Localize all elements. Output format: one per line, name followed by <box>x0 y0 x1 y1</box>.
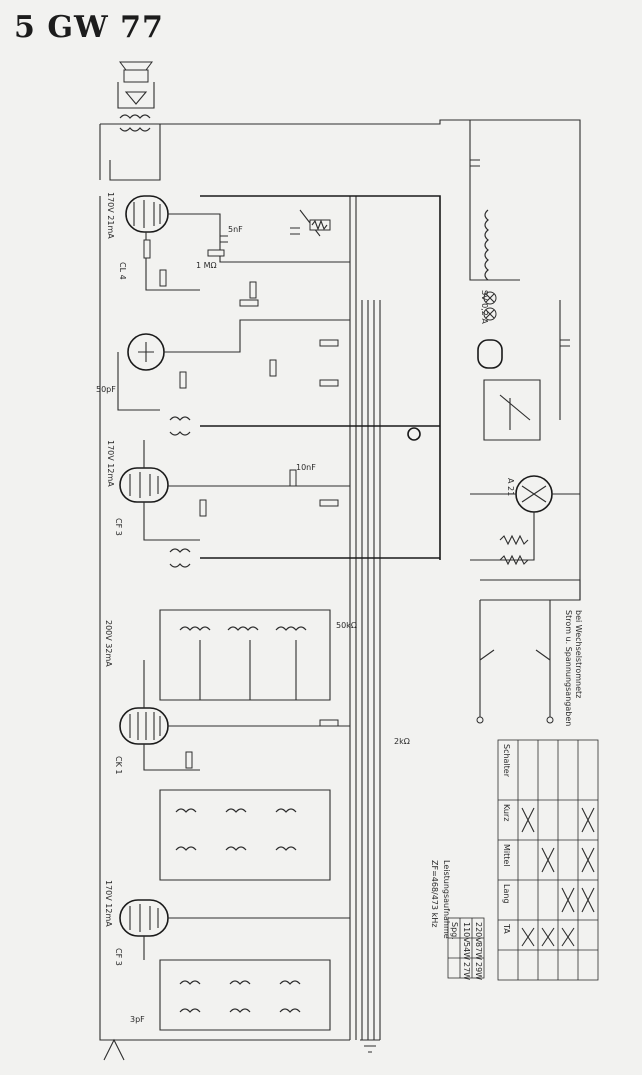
power-row-2-a: 87W <box>474 942 483 960</box>
tube-cl4 <box>125 195 169 233</box>
oscillator-coils <box>159 609 331 701</box>
label-c4: 3pF <box>130 1015 145 1024</box>
tube-cl4-rating: 170V 21mA <box>106 192 115 239</box>
fuse-label: SV 0,2 A <box>480 290 489 324</box>
tube-cf3-b-rating: 170V 12mA <box>104 880 113 927</box>
tube-cf3-b-label: CF 3 <box>114 948 123 966</box>
tube-ck1-rating: 200V 32mA <box>104 620 113 667</box>
ground-icon <box>360 1039 380 1053</box>
tube-cl4-label: CL 4 <box>118 262 127 280</box>
switch-header-4: TA <box>502 923 511 934</box>
power-row-1-a: 54W <box>462 942 471 960</box>
hint-text-1: Strom u. Spannungsangaben <box>564 610 573 726</box>
switch-header-2: Mittel <box>502 844 511 867</box>
rectifier-label: A 21 <box>506 478 515 496</box>
supply-rails <box>349 196 381 1040</box>
page-title: 5 GW 77 <box>14 10 164 45</box>
label-r1: 1 MΩ <box>196 261 217 270</box>
speaker-icon <box>117 61 155 109</box>
label-c1: 5nF <box>228 225 243 234</box>
power-row-0: Spg. <box>450 922 459 940</box>
switch-header-1: Kurz <box>502 804 511 821</box>
filament-chain <box>483 209 497 321</box>
tube-cf3-b <box>119 899 169 937</box>
if-transformer-2 <box>169 548 191 568</box>
pilot-lamp <box>477 339 503 369</box>
antenna-coils <box>159 959 331 1031</box>
tube-cf3-a-label: CF 3 <box>114 518 123 536</box>
power-row-2-b: 29W <box>474 962 483 980</box>
tube-cf3-a <box>119 467 169 503</box>
power-row-1: 110V <box>462 922 471 943</box>
switch-header-0: Schalter <box>502 744 511 778</box>
rectifier-a21 <box>515 475 553 513</box>
output-transformer <box>112 114 160 132</box>
if-frequency: ZF=468/473 kHz <box>430 860 439 927</box>
label-c2: 10nF <box>296 463 316 472</box>
ground-symbol <box>407 427 421 441</box>
label-r3: 2kΩ <box>394 737 410 746</box>
switch-table <box>497 739 599 981</box>
tube-ck1-label: CK 1 <box>114 756 123 774</box>
if-transformer-1 <box>169 416 191 436</box>
label-r2: 50kΩ <box>336 621 357 630</box>
tube-ck1 <box>119 707 169 745</box>
hint-text-2: bei Wechselstromnetz <box>574 610 583 698</box>
switch-table-crosses <box>521 807 595 947</box>
power-table <box>447 917 485 979</box>
power-row-1-b: 27W <box>462 962 471 980</box>
label-c3: 50pF <box>96 385 116 394</box>
power-row-2: 220V <box>474 922 483 943</box>
antenna-icon <box>103 1038 125 1061</box>
tube-cf3-a-rating: 170V 12mA <box>106 440 115 487</box>
switch-header-3: Lang <box>502 884 511 904</box>
input-band-coils <box>159 789 331 881</box>
power-consumption-label: Leistungsaufnahme <box>442 860 451 939</box>
